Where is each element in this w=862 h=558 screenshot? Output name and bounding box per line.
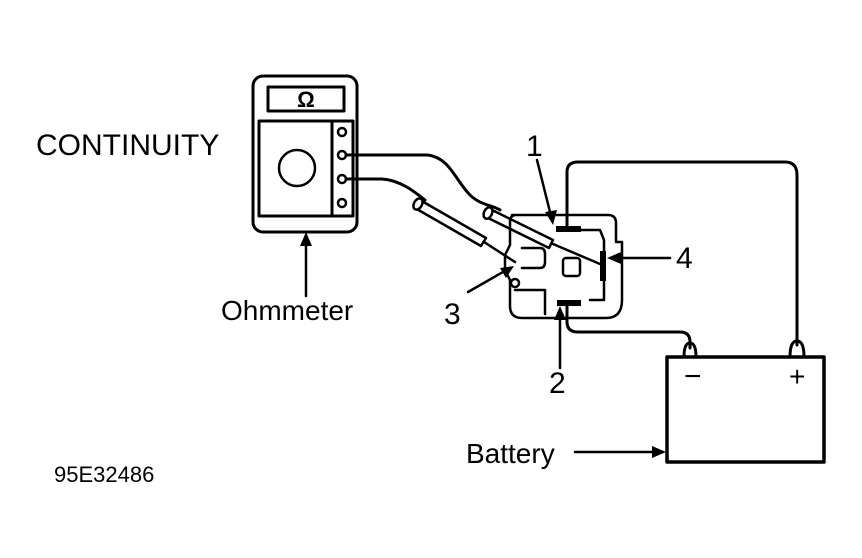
test-lead-upper — [344, 153, 502, 212]
battery — [665, 339, 826, 464]
ohmmeter-label: Ohmmeter — [221, 295, 353, 326]
figure-id: 95E32486 — [54, 462, 154, 487]
wire-negative — [565, 304, 692, 350]
callout-arrow-1 — [535, 158, 554, 222]
probe-lower — [412, 197, 517, 264]
ohmmeter-dial — [277, 148, 317, 188]
ohmmeter-jack — [336, 197, 348, 209]
wire-positive — [565, 160, 799, 347]
battery-positive-label: + — [789, 361, 805, 392]
ohmmeter-jack — [336, 126, 348, 138]
terminal-label-2: 2 — [549, 367, 566, 400]
test-lead-lower — [344, 177, 427, 202]
battery-label: Battery — [466, 438, 555, 469]
terminal-label-3: 3 — [444, 298, 461, 331]
relay — [503, 213, 624, 320]
battery-negative-post — [682, 341, 698, 359]
terminal-1 — [556, 226, 581, 232]
ohm-symbol-icon: Ω — [297, 87, 315, 112]
battery-positive-post — [788, 339, 806, 359]
terminal-4 — [600, 251, 606, 281]
probe-upper — [482, 206, 602, 266]
terminal-2 — [557, 300, 581, 306]
terminal-label-4: 4 — [676, 242, 693, 275]
battery-negative-label: − — [684, 360, 702, 393]
terminal-label-1: 1 — [526, 130, 543, 163]
ohmmeter-face — [257, 119, 355, 218]
battery-case — [665, 355, 826, 464]
continuity-label: CONTINUITY — [36, 129, 219, 162]
ohmmeter-display — [266, 85, 346, 113]
